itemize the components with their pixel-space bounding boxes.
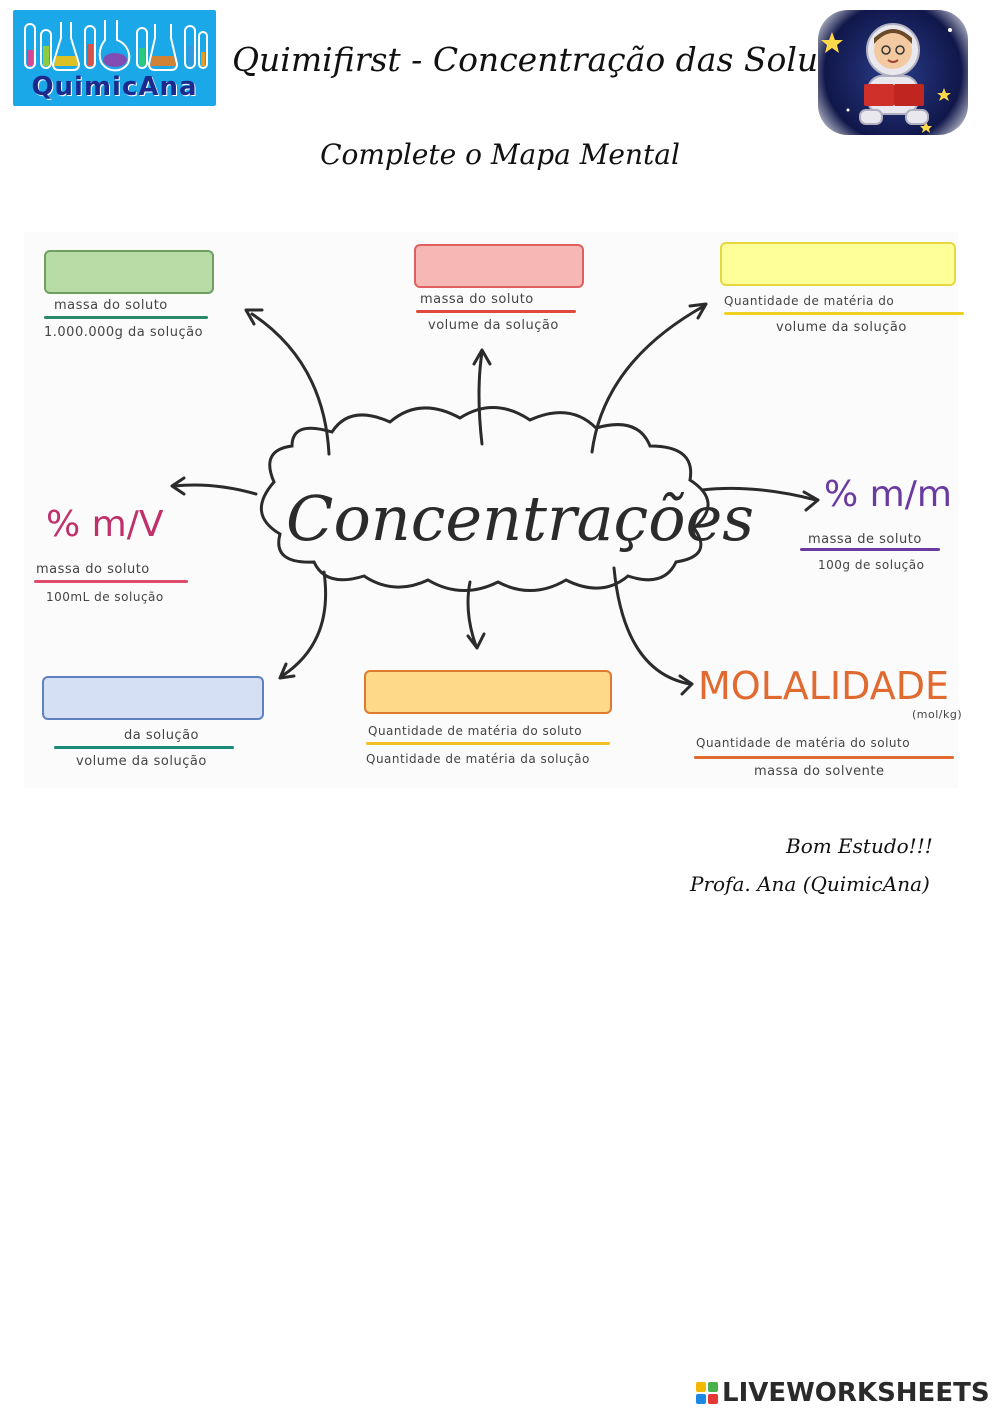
denominator-top-right: volume da solução [776, 320, 907, 335]
fraction-line-bottom-right [694, 756, 954, 759]
label-percent-m-v: % m/V [46, 504, 164, 545]
answer-box-top-right[interactable] [720, 242, 956, 286]
denominator-mid-left: 100mL de solução [46, 590, 164, 604]
numerator-top-center: massa do soluto [420, 292, 534, 307]
logo-text: QuimicAna [31, 72, 198, 102]
liveworksheets-logo: LIVEWORKSHEETS [696, 1376, 990, 1410]
label-percent-m-m: % m/m [824, 474, 952, 515]
signature-text: Profa. Ana (QuimicAna) [690, 872, 930, 896]
denominator-top-center: volume da solução [428, 318, 559, 333]
center-concept: Concentrações [286, 482, 755, 555]
quimicana-logo: QuimicAna [13, 10, 216, 106]
fraction-line-bottom-center [366, 742, 610, 745]
numerator-bottom-center: Quantidade de matéria do soluto [368, 724, 583, 738]
denominator-bottom-center: Quantidade de matéria da solução [366, 752, 590, 766]
lab-flasks-icon [24, 20, 208, 72]
fraction-line-bottom-left [54, 746, 234, 749]
numerator-mid-left: massa do soluto [36, 562, 150, 577]
denominator-mid-right: 100g de solução [818, 558, 925, 572]
label-molalidade: MOLALIDADE [698, 664, 949, 708]
fraction-line-top-right [724, 312, 964, 315]
bom-estudo-text: Bom Estudo!!! [786, 834, 933, 858]
denominator-top-left: 1.000.000g da solução [44, 325, 204, 340]
mind-map: Concentrações massa do soluto 1.000.000g… [24, 232, 964, 788]
unit-mol-kg: (mol/kg) [912, 708, 963, 721]
astronaut-avatar [818, 10, 968, 135]
page-subtitle: Complete o Mapa Mental [320, 138, 680, 171]
astronaut-reading-icon [821, 23, 952, 133]
fraction-line-mid-left [34, 580, 188, 583]
numerator-top-right: Quantidade de matéria do [724, 294, 895, 308]
denominator-bottom-left: volume da solução [76, 754, 207, 769]
answer-box-bottom-left[interactable] [42, 676, 264, 720]
fraction-line-top-left [44, 316, 208, 319]
answer-box-top-center[interactable] [414, 244, 584, 288]
liveworksheets-tiles-icon [696, 1382, 718, 1404]
denominator-bottom-right: massa do solvente [754, 764, 885, 779]
fraction-line-top-center [416, 310, 576, 313]
fraction-line-mid-right [800, 548, 940, 551]
numerator-bottom-left: da solução [124, 728, 199, 743]
numerator-bottom-right: Quantidade de matéria do soluto [696, 736, 911, 750]
numerator-mid-right: massa de soluto [808, 532, 922, 547]
answer-box-bottom-center[interactable] [364, 670, 612, 714]
cloud-outline [259, 406, 710, 592]
mind-map-connectors [170, 302, 820, 696]
answer-box-top-left[interactable] [44, 250, 214, 294]
liveworksheets-wordmark: LIVEWORKSHEETS [722, 1378, 990, 1408]
page-title: Quimifirst - Concentração das Soluções [232, 40, 893, 79]
numerator-top-left: massa do soluto [54, 298, 168, 313]
